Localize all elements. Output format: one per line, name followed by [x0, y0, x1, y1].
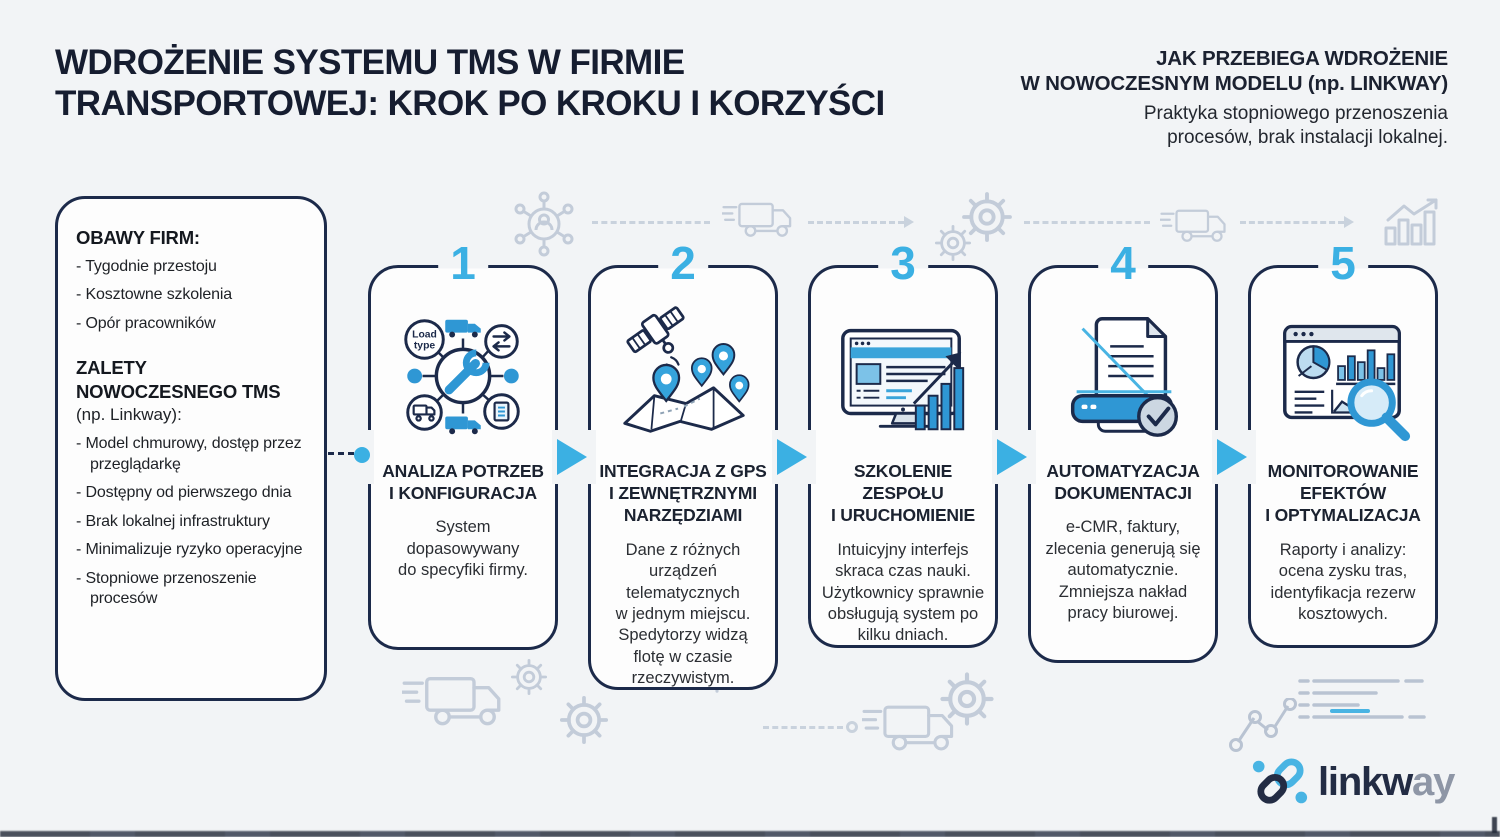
truck-icon [1160, 203, 1232, 247]
step-title: INTEGRACJA Z GPS I ZEWNĘTRZNYMI NARZĘDZI… [599, 461, 767, 526]
gear-icon [556, 692, 612, 748]
dashed-connector [1240, 221, 1344, 224]
step-card-1: 1 Load type [368, 237, 558, 650]
flow-arrow-icon [997, 439, 1027, 475]
gear-icon [936, 668, 998, 730]
concerns-heading: OBAWY FIRM: [76, 227, 200, 248]
list-item: Minimalizuje ryzyko operacyjne [76, 540, 314, 560]
list-item: Brak lokalnej infrastruktury [76, 512, 314, 532]
right-subheading: Praktyka stopniowego przenoszenia proces… [1143, 103, 1448, 148]
step-title: ANALIZA POTRZEB I KONFIGURACJA [382, 461, 544, 504]
concerns-benefits-panel: OBAWY FIRM: Tygodnie przestoju Kosztowne… [55, 196, 327, 701]
arrowhead-icon [904, 216, 914, 228]
step-number: 5 [1318, 237, 1368, 290]
list-item: Model chmurowy, dostęp przez przeglądark… [76, 434, 314, 475]
advantages-heading-note: (np. Linkway): [76, 405, 182, 425]
step-number: 4 [1098, 237, 1148, 290]
step-description: System dopasowywany do specyfiki firmy. [398, 518, 528, 580]
step-title: MONITOROWANIE EFEKTÓW I OPTYMALIZACJA [1265, 461, 1421, 526]
gear-icon [932, 222, 974, 264]
border-gap [804, 430, 816, 484]
list-item: Opór pracowników [76, 314, 314, 334]
linkway-logo: linkway [1250, 752, 1455, 812]
border-gap [584, 430, 596, 484]
svg-text:type: type [414, 340, 436, 351]
connected-dots-icon [1229, 698, 1297, 752]
truck-icon [402, 668, 510, 732]
logo-wordmark: linkway [1318, 759, 1455, 804]
border-gap [1024, 430, 1036, 484]
step-number: 2 [658, 237, 708, 290]
document-automation-icon [1070, 317, 1179, 437]
truck-icon [722, 196, 798, 242]
list-item: Tygodnie przestoju [76, 257, 314, 277]
step-number: 3 [878, 237, 928, 290]
panel-to-step1-dashes [328, 452, 354, 455]
list-item: Dostępny od pierwszego dnia [76, 483, 314, 503]
header-right-block: JAK PRZEBIEGA WDROŻENIE W NOWOCZESNYM MO… [1020, 46, 1449, 149]
advantages-list: Model chmurowy, dostęp przez przeglądark… [76, 434, 314, 609]
step-card-5: 5 MO [1248, 237, 1438, 648]
step-description: e-CMR, faktury, zlecenia generują się au… [1045, 518, 1201, 623]
concerns-list: Tygodnie przestoju Kosztowne szkolenia O… [76, 257, 314, 334]
flow-arrow-icon [777, 439, 807, 475]
advantages-heading: ZALETY NOWOCZESNEGO TMS (np. Linkway): [76, 356, 281, 426]
advantages-heading-bold: ZALETY NOWOCZESNEGO TMS [76, 357, 281, 403]
network-people-icon [514, 191, 574, 257]
gps-satellite-map-icon [623, 306, 750, 433]
right-heading: JAK PRZEBIEGA WDROŻENIE W NOWOCZESNYM MO… [1020, 47, 1449, 95]
step-card-4: 4 AUTOMATYZACJA DOKUMENTACJI e-CMR, fakt… [1028, 237, 1218, 663]
monitoring-analytics-icon [1283, 324, 1411, 442]
step-description: Dane z różnych urządzeń telematycznych w… [615, 540, 751, 688]
needs-analysis-hub-icon: Load type [404, 319, 520, 435]
dashed-connector [763, 726, 843, 729]
dashed-connector [1024, 221, 1150, 224]
border-gap [1244, 430, 1256, 484]
bottom-edge-artifact [0, 831, 1500, 837]
list-item: Stopniowe przenoszenie procesów [76, 569, 314, 610]
connector-dot [354, 447, 370, 463]
training-monitor-chart-icon [841, 328, 965, 431]
step-card-2: 2 [588, 237, 778, 690]
step-description: Raporty i analizy: ocena zysku tras, ide… [1270, 540, 1416, 623]
page-title: WDROŻENIE SYSTEMU TMS W FIRMIE TRANSPORT… [55, 43, 885, 124]
gear-icon [508, 656, 550, 698]
flow-arrow-icon [1217, 439, 1247, 475]
step-description: Intuicyjny interfejs skraca czas nauki. … [821, 540, 985, 645]
bottom-edge-tick [1492, 817, 1497, 833]
step-number: 1 [438, 237, 488, 290]
chain-link-icon [1252, 758, 1308, 804]
svg-text:Load: Load [412, 330, 437, 341]
dashed-connector [592, 221, 710, 224]
list-item: Kosztowne szkolenia [76, 285, 314, 305]
arrowhead-icon [1344, 216, 1354, 228]
growth-chart-icon [1384, 198, 1438, 246]
step-card-3: 3 SZKOLENIE Z [808, 237, 998, 648]
dashed-connector [808, 221, 904, 224]
text-lines-icon [1298, 679, 1426, 719]
step-title: AUTOMATYZACJA DOKUMENTACJI [1046, 461, 1200, 504]
step-title: SZKOLENIE ZESPOŁU I URUCHOMIENIE [830, 461, 975, 526]
connector-dot-icon [846, 721, 858, 733]
flow-arrow-icon [557, 439, 587, 475]
